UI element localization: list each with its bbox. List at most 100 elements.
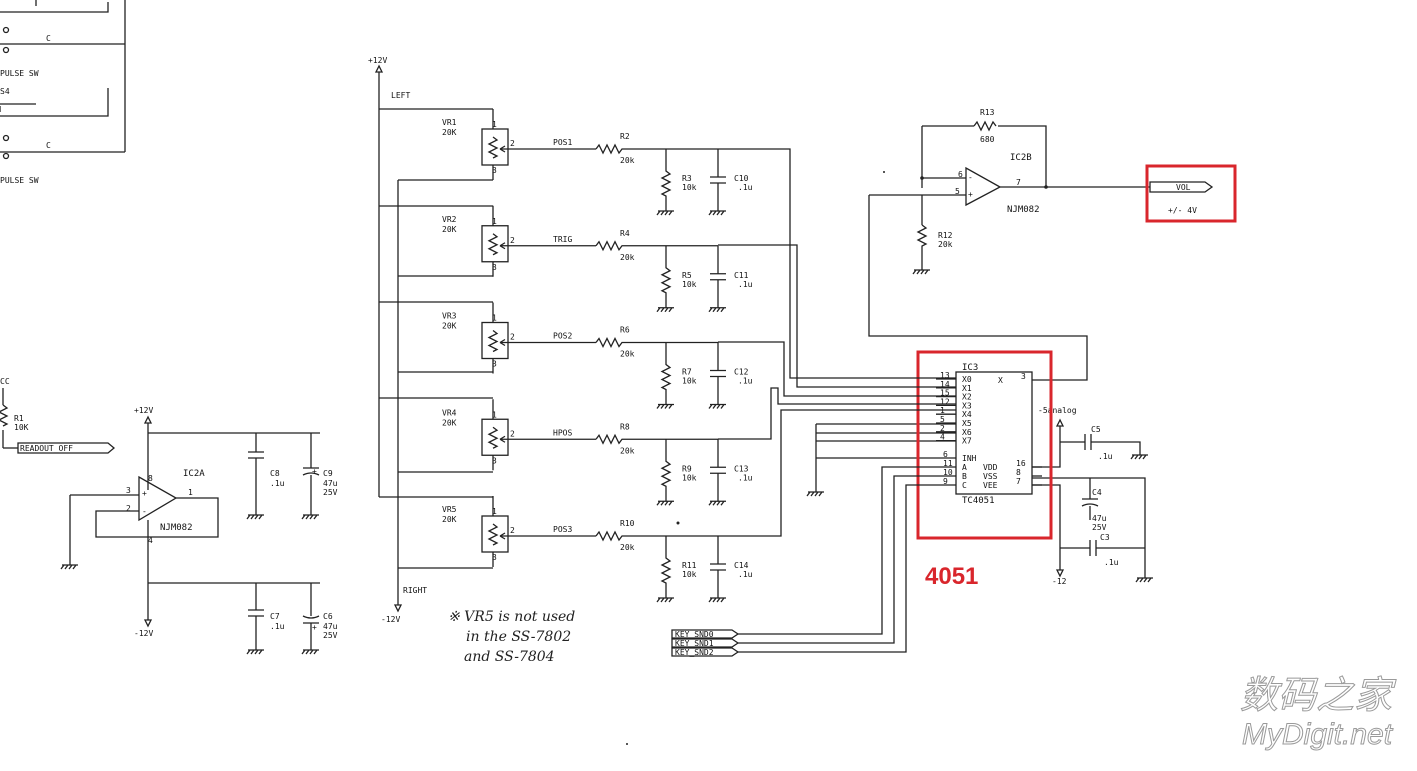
net-label: TRIG [553,235,572,244]
ic2a-name: IC2A [183,469,205,479]
r12-value: 20k [938,240,953,249]
pulse-switch-label: PULSE SW [0,176,39,185]
pot-name: VR1 [442,118,457,127]
ic3-pin-number: 15 [940,389,950,398]
pot-pin-1: 1 [492,217,497,226]
series-resistor-label: R4 [620,229,630,238]
pot-pin-3: 3 [492,360,497,369]
net-label: POS3 [553,525,572,534]
ic2a-pin2: 2 [126,504,131,513]
potentiometer [481,128,509,166]
key-snd-line: KEY_SND0 [671,466,956,639]
ic3-pin-number: 11 [943,459,953,468]
filter-cap-value: .1u [738,280,753,289]
series-resistor-label: R2 [620,132,630,141]
highlight-4051-label: 4051 [925,563,978,590]
ic2a-section: +12V 8 3 2 1 4 IC2A NJM082 + - -12V C8 .… [60,406,338,655]
ground-resistor-value: 10k [682,280,697,289]
key-snd-line: KEY_SND2 [671,484,956,657]
ic3-pin-number: 6 [943,450,948,459]
ground-resistor-label: R9 [682,464,692,473]
readout-off-label: READOUT_OFF [20,444,73,453]
svg-text:-: - [142,507,147,516]
ic3-pin-number: 9 [943,477,948,486]
c9-label: C9 [323,469,333,478]
filter-cap-value: .1u [738,377,753,386]
net-label: HPOS [553,428,572,437]
ic3-pin-number: 7 [1016,477,1021,486]
pot-rows: VR120K123POS1R220kR310kC10.1uVR220K123TR… [442,109,753,603]
handwritten-note: ※ VR5 is not used in the SS-7802 and SS-… [448,609,575,665]
ic2a-pin4: 4 [148,536,153,545]
pot-name: VR5 [442,505,457,514]
ic2a-pos-rail: +12V [134,406,153,415]
pot-pin-2: 2 [510,236,515,245]
ground-resistor-label: R11 [682,561,697,570]
vcc-label: CC [0,377,10,386]
filter-cap-label: C12 [734,368,749,377]
filter-cap-value: .1u [738,570,753,579]
svg-text:+: + [968,190,973,199]
ic3-x-label: X [998,376,1003,385]
potentiometer [481,225,509,263]
key-snd-label: KEY_SND2 [675,648,714,657]
r13-value: 680 [980,135,995,144]
filter-cap-label: C10 [734,174,749,183]
ground-resistor-label: R7 [682,368,692,377]
switch-common-label: C [46,141,51,150]
pot-value: 20K [442,515,457,524]
pot-pin-2: 2 [510,429,515,438]
ic3-pin-label: X5 [962,419,972,428]
series-resistor-value: 20k [620,156,635,165]
ground-resistor-value: 10k [682,183,697,192]
ic3-x-pin: 3 [1021,372,1026,381]
ic2b-name: IC2B [1010,153,1032,163]
pot-pin-3: 3 [492,553,497,562]
filter-cap-value: .1u [738,183,753,192]
ic3-pin-label: VDD [983,463,998,472]
pot-value: 20K [442,128,457,137]
c6-voltage: 25V [323,631,338,640]
ic3-pin-number: 1 [940,406,945,415]
ic3-name: IC3 [962,363,978,373]
ic2b-pin6: 6 [958,170,963,179]
pot-pin-1: 1 [492,120,497,129]
ic3-pin-label: X7 [962,437,972,446]
pot-pin-2: 2 [510,526,515,535]
switch-common-label: C [46,34,51,43]
key-snd-label: KEY_SND0 [675,630,714,639]
note-line-1: ※ VR5 is not used [448,609,575,625]
ic3-pin-label: X2 [962,393,972,402]
c6-label: C6 [323,612,333,621]
pot-pin-3: 3 [492,166,497,175]
watermark: 数码之家 MyDigit.net [1240,675,1398,752]
potentiometer [481,418,509,456]
rail-top-label: +12V [368,56,387,65]
rail-right-label: RIGHT [403,586,427,595]
r12-label: R12 [938,231,953,240]
pulse-switch-section: C PULSE SW S4 C PULSE SW [0,0,126,185]
c8-value: .1u [270,479,285,488]
ic3-pin-label: X4 [962,410,972,419]
svg-text:-: - [968,173,973,182]
pulse-switch-label: PULSE SW [0,69,39,78]
pot-value: 20K [442,322,457,331]
ic3-pin-label: VEE [983,481,998,490]
svg-text:+: + [312,623,317,632]
ground-resistor-value: 10k [682,377,697,386]
pot-pin-1: 1 [492,507,497,516]
note-line-2: in the SS-7802 [466,629,571,645]
ic3-pin-label: X1 [962,384,972,393]
ic2b-pin7: 7 [1016,178,1021,187]
c4-voltage: 25V [1092,523,1107,532]
mux-input-wires [718,148,956,537]
vol-highlight-box [1145,164,1237,223]
rail-bottom-label: -12V [381,615,400,624]
key-snd-line: KEY_SND1 [671,475,956,648]
r13-label: R13 [980,108,995,117]
